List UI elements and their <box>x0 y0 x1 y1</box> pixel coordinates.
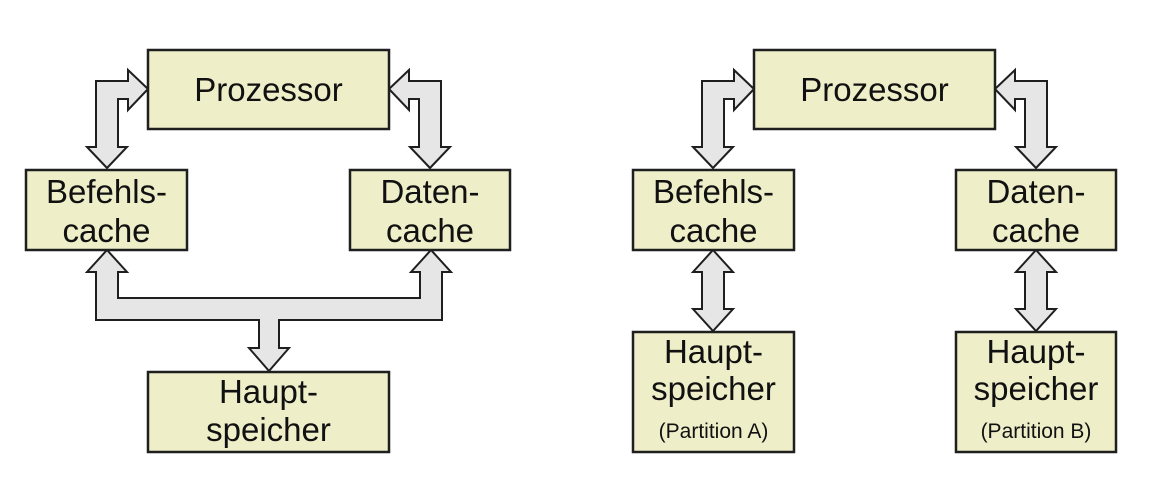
right-data-cache-label-2: cache <box>992 212 1080 249</box>
right-memory-a-label-2: speicher <box>651 370 776 407</box>
left-diagram: Prozessor Befehls- cache Daten- cache Ha… <box>24 48 512 454</box>
right-arrow-instruction-cache-memory-a <box>690 248 736 333</box>
left-instruction-cache-label-1: Befehls- <box>46 173 167 210</box>
left-data-cache-label-2: cache <box>386 212 474 249</box>
left-data-cache-box <box>348 168 512 252</box>
left-data-cache-label-1: Daten- <box>380 173 479 210</box>
left-instruction-cache-box <box>24 168 189 252</box>
right-instruction-cache-label-2: cache <box>669 212 757 249</box>
right-arrow-data-cache-memory-b <box>1013 248 1059 333</box>
right-data-cache-label-1: Daten- <box>986 173 1085 210</box>
right-instruction-cache-label-1: Befehls- <box>653 173 774 210</box>
right-data-cache-box <box>954 168 1118 252</box>
left-processor-label: Prozessor <box>194 71 343 108</box>
right-processor-box <box>752 48 997 131</box>
left-instruction-cache-label-2: cache <box>62 212 150 249</box>
right-memory-b-label-1: Haupt- <box>986 333 1085 370</box>
right-memory-a-label-1: Haupt- <box>664 333 763 370</box>
right-arrow-processor-data-cache <box>993 67 1059 170</box>
left-arrow-caches-main-memory <box>84 248 454 373</box>
left-arrow-processor-data-cache <box>387 67 453 170</box>
left-arrow-processor-instruction-cache <box>84 67 150 170</box>
right-memory-a-box <box>631 330 796 454</box>
right-diagram: Prozessor Befehls- cache Daten- cache Ha… <box>631 48 1118 454</box>
right-memory-b-partition-label: (Partition B) <box>981 420 1092 443</box>
left-processor-box <box>146 48 391 131</box>
left-main-memory-box <box>146 370 391 454</box>
right-processor-label: Prozessor <box>800 71 949 108</box>
right-arrow-processor-instruction-cache <box>690 67 756 170</box>
left-main-memory-label-1: Haupt- <box>219 373 318 410</box>
right-memory-a-partition-label: (Partition A) <box>659 420 769 443</box>
right-memory-b-box <box>954 330 1118 454</box>
left-main-memory-label-2: speicher <box>206 411 331 448</box>
right-memory-b-label-2: speicher <box>974 370 1099 407</box>
right-instruction-cache-box <box>631 168 796 252</box>
